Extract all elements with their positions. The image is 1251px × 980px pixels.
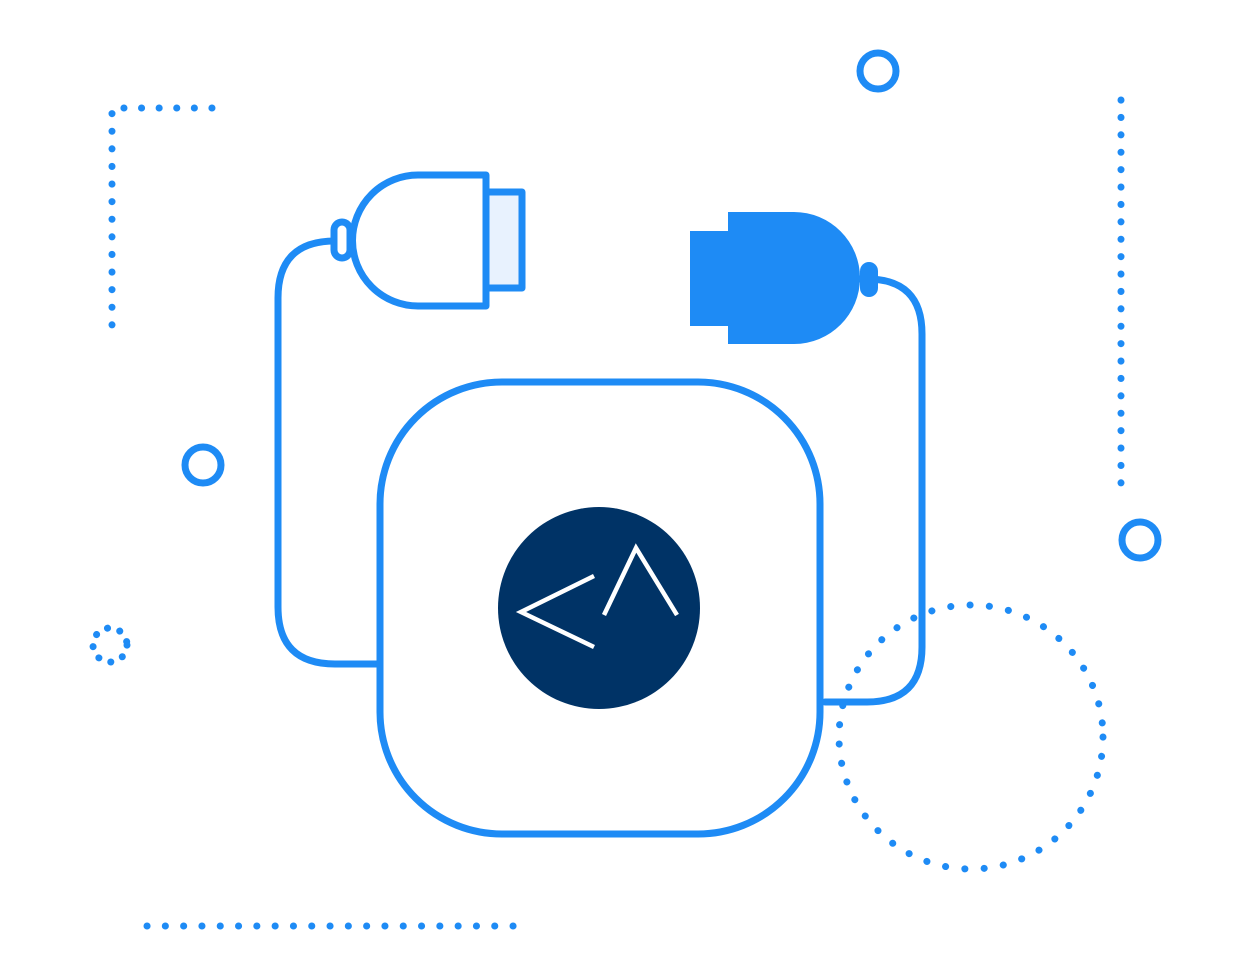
dotted-circle-large xyxy=(835,601,1107,873)
dotted-bracket-top-left xyxy=(108,104,216,339)
cable-right xyxy=(821,275,926,706)
ring-circle-right xyxy=(1118,518,1162,562)
ring-circle-top xyxy=(856,49,900,93)
plug-outline-icon xyxy=(330,171,526,310)
dotted-circle-small xyxy=(89,624,131,666)
code-logo-icon xyxy=(498,507,700,709)
plug-filled-icon xyxy=(690,212,878,344)
cable-left xyxy=(274,237,384,668)
ring-circle-left xyxy=(181,443,225,487)
